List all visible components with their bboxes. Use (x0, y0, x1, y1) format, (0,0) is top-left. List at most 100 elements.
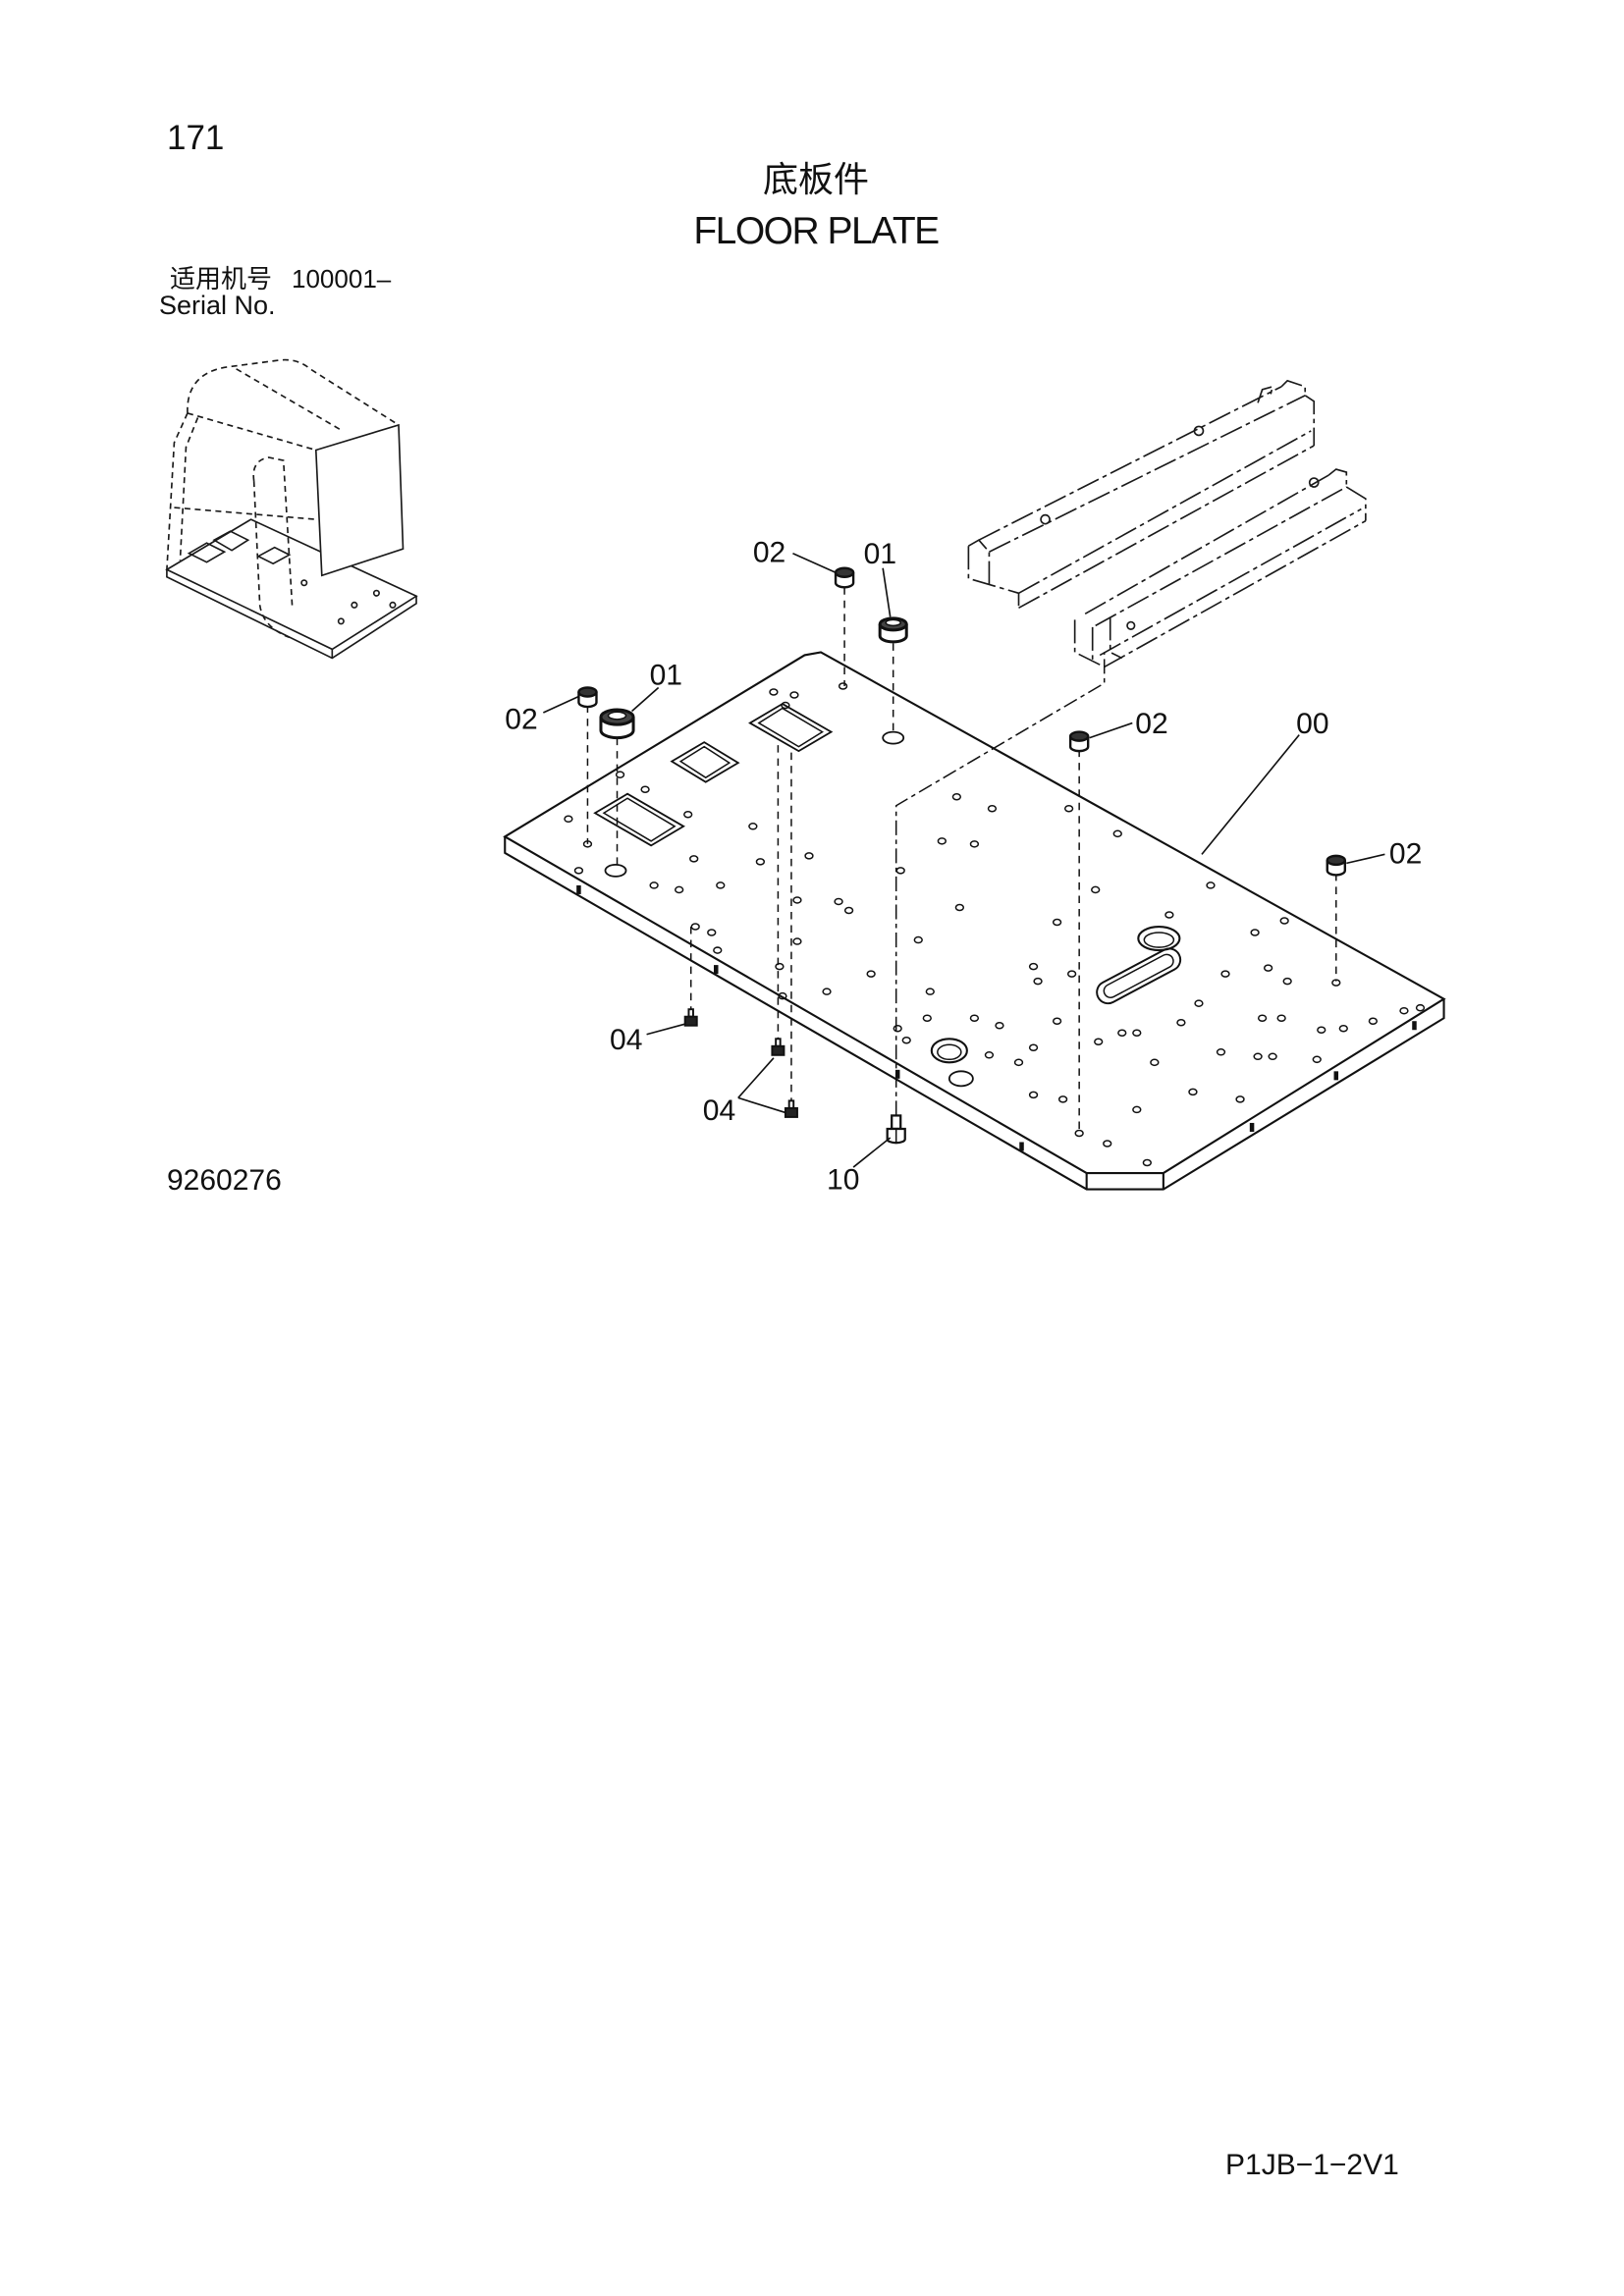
plate-hole (775, 962, 785, 971)
plate-hole (1194, 999, 1204, 1007)
plate-hole (804, 852, 814, 860)
plate-hole (1235, 1095, 1245, 1103)
plate-opening (593, 792, 685, 847)
part-04-bolt (784, 1099, 798, 1118)
plate-hole (649, 881, 659, 889)
plate-hole (1253, 1052, 1263, 1061)
plate-hole (1176, 1018, 1186, 1027)
bolt-head (771, 1044, 785, 1056)
plate-hole (1028, 1091, 1039, 1099)
channel-hole (1193, 425, 1205, 437)
plate-hole (778, 991, 787, 1000)
plate-edge-tab (1333, 1071, 1339, 1081)
callout-04: 04 (703, 1095, 735, 1127)
cab-floor-hole (372, 589, 380, 597)
callout-01: 01 (650, 659, 682, 691)
plate-hole (792, 937, 802, 945)
cab-roof-outline (187, 358, 400, 426)
callout-02: 02 (753, 537, 785, 569)
callouts: 02 01 01 02 02 00 02 04 04 10 (505, 537, 1422, 1197)
leader-line (542, 695, 579, 714)
channel-end-line (967, 539, 991, 585)
plate-edge-tabs (576, 884, 1417, 1151)
serial-applicability: 适用机号 100001– (170, 266, 391, 293)
plate-hole (640, 785, 650, 793)
plate-hole (1013, 1058, 1024, 1067)
cab-floor-opening (256, 546, 292, 565)
plate-hole (683, 811, 693, 819)
plate-hole (1052, 918, 1062, 927)
cab-roof-front-edge (187, 412, 317, 452)
channel-end-line (1345, 486, 1367, 521)
bolt-head (683, 1015, 698, 1027)
plate-hole (1312, 1055, 1322, 1064)
page-title-chinese: 底板件 (762, 160, 869, 200)
channel-hole (1308, 477, 1320, 488)
part-01-cap (878, 616, 908, 644)
plate-hole (1415, 1003, 1426, 1012)
plate-hole (937, 837, 947, 845)
parts (577, 566, 1347, 1145)
channel-edge-line (989, 395, 1306, 553)
plate-hole (1057, 1095, 1068, 1103)
cab-front-post (179, 417, 199, 561)
plate-hole (838, 682, 848, 690)
cab-floor-opening (187, 542, 227, 563)
channel-edge-line (1084, 474, 1329, 615)
cab-floor-hole (337, 617, 345, 625)
document-code: P1JB−1−2V1 (1225, 2149, 1399, 2181)
assembly-axis-lines (586, 587, 1337, 1134)
channel-hole (1126, 620, 1136, 630)
plate-hole (755, 858, 766, 866)
plate-hole (834, 897, 843, 906)
channel-member-upper (967, 379, 1316, 610)
plate-hole (1399, 1006, 1409, 1015)
plate-hole (713, 946, 723, 954)
part-02-plug (577, 686, 598, 709)
leader-lines (542, 552, 1385, 1168)
channel-end-line (967, 546, 1020, 609)
plate-slot (1096, 947, 1182, 1005)
part-10-bolt (886, 1114, 906, 1145)
plate-hole (1338, 1024, 1348, 1033)
plate-edge-tab (1412, 1021, 1417, 1031)
plate-hole-medium (882, 730, 905, 745)
plate-hole (716, 881, 726, 889)
plate-hole (615, 771, 625, 778)
leader-line (882, 567, 892, 617)
plate-hole (564, 815, 573, 824)
serial-number-range: 100001– (292, 264, 392, 294)
bolt-shank (787, 1099, 795, 1109)
plate-large-hole (1137, 925, 1181, 952)
serial-label-chinese: 适用机号 (170, 265, 273, 294)
plate-edge-tab (576, 884, 581, 894)
plug-top (1326, 854, 1347, 867)
plate-large-hole-inner (1143, 932, 1175, 948)
plate-hole (1216, 1048, 1226, 1056)
plate-hole (1033, 977, 1043, 986)
page-number: 171 (167, 119, 225, 157)
plate-hole (1279, 917, 1289, 925)
plate-hole (1074, 1129, 1084, 1138)
cab-front-post (166, 412, 189, 570)
plate-edge-tab (1019, 1142, 1024, 1151)
channel-edge-line (1099, 507, 1362, 657)
plate-hole (1112, 829, 1122, 838)
plug-top (577, 686, 598, 698)
callout-02: 02 (1389, 837, 1422, 870)
bolt-shank (775, 1038, 782, 1047)
plate-hole (1063, 805, 1074, 813)
channel-end-line (1073, 619, 1106, 668)
bolt-head (784, 1106, 798, 1118)
cap-top-highlight (607, 711, 627, 721)
plate-hole (1220, 970, 1230, 978)
channel-end-line (1304, 395, 1316, 446)
leader-line (646, 1023, 685, 1036)
channel-edge-line (1095, 486, 1347, 627)
plate-edge-tab (714, 965, 719, 975)
plate-hole-medium (604, 863, 627, 878)
plate-hole (1368, 1017, 1379, 1025)
callout-04: 04 (610, 1024, 642, 1056)
plate-opening-inner (757, 707, 824, 748)
